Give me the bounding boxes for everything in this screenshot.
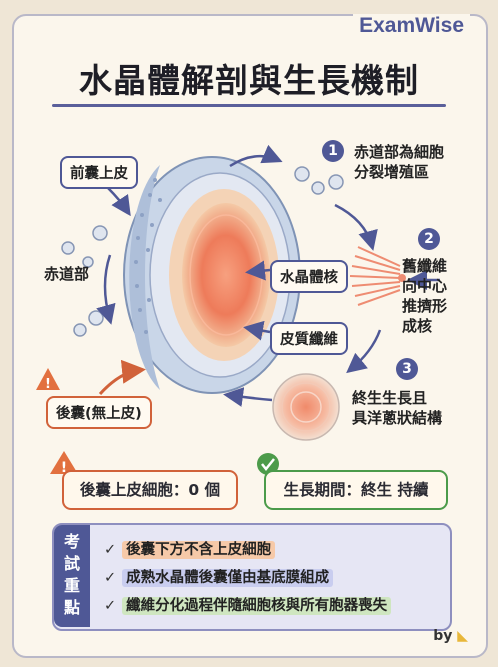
- exam-point: ✓後囊下方不含上皮細胞: [104, 538, 276, 559]
- label-posterior-capsule: 後囊(無上皮): [46, 396, 152, 429]
- exam-point: ✓成熟水晶體後囊僅由基底膜組成: [104, 566, 334, 587]
- label-cortical-fiber: 皮質纖維: [270, 322, 348, 355]
- check-mark-icon: ✓: [104, 570, 117, 586]
- step-3-number: 3: [396, 358, 418, 380]
- label-anterior-epithelium: 前囊上皮: [60, 156, 138, 189]
- step-2-text: 舊纖維向中心 推擠形成核: [402, 257, 448, 335]
- warning-icon: !: [36, 368, 60, 392]
- check-icon: [257, 453, 279, 475]
- svg-text:!: !: [45, 377, 51, 392]
- fact-posterior-cells: 後囊上皮細胞：0 個: [62, 470, 238, 510]
- fact-growth-period: 生長期間：終生 持續: [264, 470, 448, 510]
- arrow-icon: [96, 144, 440, 407]
- step-1-number: 1: [322, 140, 344, 162]
- label-lens-nucleus: 水晶體核: [270, 260, 348, 293]
- warning-icon: !: [50, 451, 78, 476]
- cell-icon: [61, 166, 344, 337]
- posterior-arrow: [98, 359, 146, 396]
- check-mark-icon: ✓: [104, 598, 117, 614]
- svg-text:!: !: [61, 460, 67, 476]
- check-mark-icon: ✓: [104, 542, 117, 558]
- exam-point: ✓纖維分化過程伴隨細胞核與所有胞器喪失: [104, 594, 392, 615]
- exam-tag: 考試 重點: [54, 525, 90, 627]
- step-3-text: 終生生長且具洋蔥狀結構: [352, 389, 443, 427]
- step-1-text: 赤道部為細胞分裂增殖區: [354, 143, 445, 181]
- onion-lens: [272, 373, 340, 441]
- step-2-number: 2: [418, 228, 440, 250]
- fiber-fan: [349, 246, 401, 306]
- footer-credit: by ◣: [433, 628, 468, 644]
- brand-logo: ExamWise: [353, 14, 470, 38]
- label-equator: 赤道部: [44, 265, 90, 283]
- title-underline: [52, 104, 446, 107]
- page-title: 水晶體解剖與生長機制: [79, 61, 419, 100]
